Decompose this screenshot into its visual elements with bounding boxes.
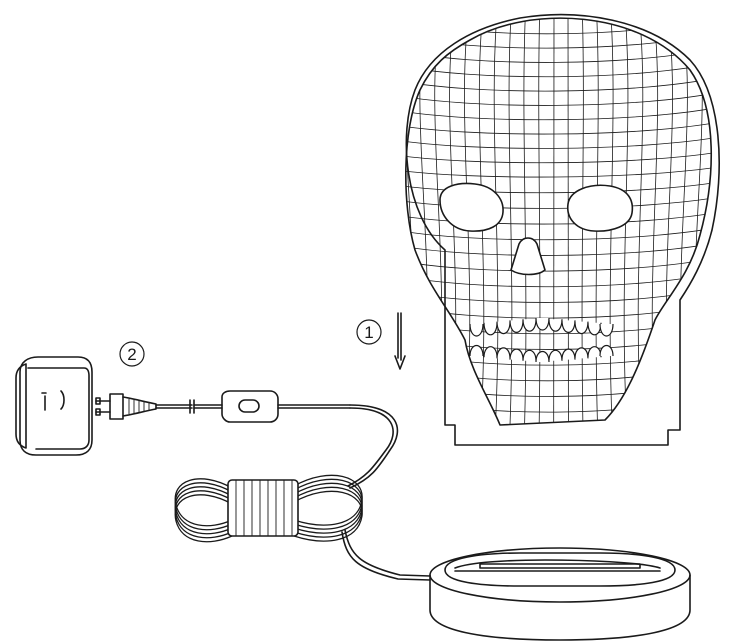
led-base-icon [429,547,691,641]
mesh-line [419,18,429,425]
mesh-line [637,18,644,425]
wall-socket-icon [15,356,93,456]
mesh-line [405,120,712,135]
upper-tooth [496,321,511,335]
upper-tooth [483,322,498,336]
upper-tooth [522,319,537,332]
upper-tooth [561,320,576,333]
mesh-line [405,105,712,121]
lower-tooth [469,344,484,357]
down-arrow-icon [394,312,406,370]
coil-loop-left [174,490,233,539]
lower-tooth [561,348,576,360]
lower-tooth [509,348,524,360]
mesh-line [405,60,712,78]
lower-tooth [548,349,563,361]
mesh-line [508,18,513,425]
right-eye-socket [567,184,634,232]
coiled-cable-icon [174,474,363,543]
mesh-line [405,165,712,178]
mesh-line [405,90,712,106]
power-cable [341,404,431,581]
skull-outline [404,17,712,426]
panel-outline [405,13,721,446]
mesh-line [405,255,712,272]
inline-switch-icon [193,390,351,423]
lower-tooth [483,346,498,358]
mesh-line [405,135,712,149]
step-2-number: 2 [127,345,136,364]
skull-teeth [469,317,614,363]
left-eye-socket [439,182,504,232]
coil-loop-left [174,494,233,543]
mesh-line [405,180,712,194]
mesh-line [405,18,415,425]
upper-tooth [509,320,524,333]
mesh-line [405,240,712,256]
mesh-line [395,436,725,459]
lower-tooth [574,347,589,359]
upper-tooth [469,323,484,337]
lower-tooth [522,349,537,361]
lower-tooth [599,344,614,357]
mesh-line [665,18,673,425]
coil-loop-left [174,478,233,527]
step-2-marker: 2 [119,341,145,367]
mesh-line [707,18,712,425]
nasal-cavity [510,237,546,276]
step-1-number: 1 [364,323,373,342]
upper-tooth [535,317,550,331]
mesh-line [405,195,712,209]
mesh-line [405,75,712,92]
mesh-line [405,225,712,241]
upper-tooth [574,321,589,335]
lower-tooth [535,350,550,363]
lower-tooth [496,347,511,359]
coil-loop-right [293,490,363,542]
step-1-marker: 1 [356,319,382,345]
coil-loop-left [174,486,233,535]
mesh-line [405,210,712,225]
mesh-line [390,0,400,440]
upper-tooth [548,319,563,332]
mesh-line [523,18,527,425]
upper-tooth [599,323,614,337]
power-plug-icon [95,393,195,420]
skull-wireframe-mesh [390,0,725,459]
acrylic-skull-panel-icon [390,0,725,459]
mesh-line [405,150,712,164]
mesh-line [538,18,541,425]
